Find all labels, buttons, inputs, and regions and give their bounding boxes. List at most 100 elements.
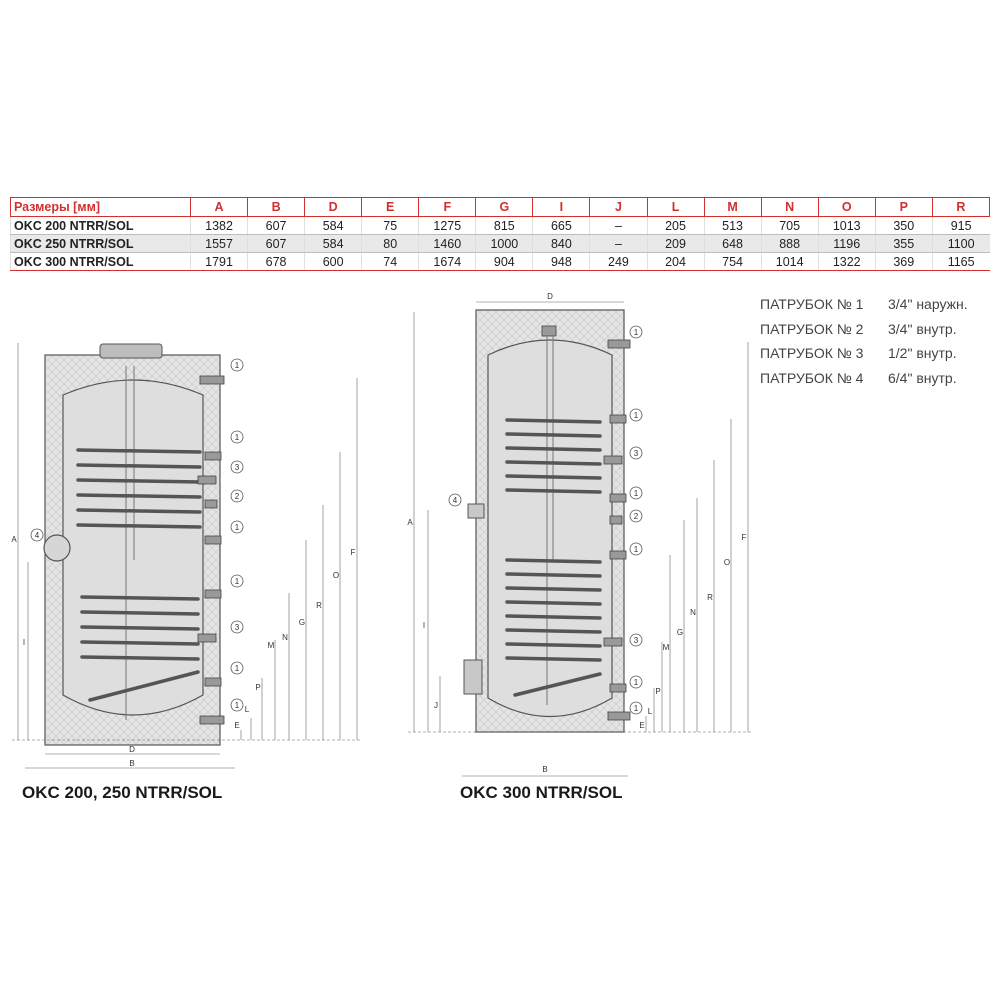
left-callout-markers [30, 358, 244, 712]
callout-number: 2 [235, 492, 240, 501]
value-cell: 840 [532, 234, 590, 253]
callout-number: 1 [235, 361, 240, 370]
dim-label: P [255, 683, 260, 692]
nozzle-label: ПАТРУБОК № 3 [760, 345, 864, 361]
value-cell: 1322 [817, 252, 876, 271]
dim-label: P [655, 687, 660, 696]
dim-label: M [268, 641, 275, 650]
dim-label: E [234, 721, 239, 730]
nozzle-size: 1/2" внутр. [888, 345, 957, 361]
value-cell: – [589, 234, 647, 253]
value-cell: 209 [646, 234, 705, 253]
table-header-cell: E [361, 197, 420, 217]
right-side-port-4 [467, 503, 485, 519]
dim-label: G [299, 618, 305, 627]
dim-label: N [690, 608, 696, 617]
dim-label: L [245, 705, 250, 714]
value-cell: 249 [589, 252, 647, 271]
table-header-cell: P [874, 197, 933, 217]
right-tank-drawing: 1 1 3 1 2 1 3 1 1 4 [407, 292, 752, 777]
value-cell: 1013 [817, 216, 876, 235]
dim-label: D [129, 745, 135, 754]
callout-number: 1 [634, 678, 639, 687]
table-header-cell: D [304, 197, 363, 217]
value-cell: 915 [931, 216, 990, 235]
callout-number: 4 [35, 531, 40, 540]
left-top-lid [99, 343, 163, 359]
value-cell: 1165 [931, 252, 990, 271]
nozzle-size: 3/4" наружн. [888, 296, 968, 312]
right-top-fitting [541, 325, 557, 337]
value-cell: 754 [703, 252, 762, 271]
table-row: OKC 250 NTRR/SOL 1557 607 584 80 1460 10… [10, 234, 990, 253]
value-cell: 204 [646, 252, 705, 271]
dim-label: R [707, 593, 713, 602]
dim-label: R [316, 601, 322, 610]
value-cell: 80 [361, 234, 419, 253]
value-cell: 1674 [418, 252, 476, 271]
right-callout-markers [448, 325, 643, 715]
value-cell: 1100 [931, 234, 990, 253]
left-side-nozzles [197, 375, 225, 725]
callout-number: 1 [634, 704, 639, 713]
value-cell: 815 [475, 216, 533, 235]
table-row: OKC 300 NTRR/SOL 1791 678 600 74 1674 90… [10, 252, 990, 271]
callout-number: 1 [634, 489, 639, 498]
nozzle-size: 6/4" внутр. [888, 369, 957, 386]
dim-label: B [542, 765, 547, 774]
value-cell: 705 [760, 216, 819, 235]
dim-label: F [351, 548, 356, 557]
value-cell: 1557 [189, 234, 248, 253]
callout-number: 1 [235, 523, 240, 532]
value-cell: 1460 [418, 234, 476, 253]
dim-label: D [547, 292, 553, 301]
table-header-cell: N [760, 197, 819, 217]
callout-number: 1 [235, 664, 240, 673]
callout-number: 2 [634, 512, 639, 521]
dim-label: N [282, 633, 288, 642]
callout-number: 1 [235, 701, 240, 710]
value-cell: 355 [874, 234, 933, 253]
callout-number: 3 [235, 463, 240, 472]
value-cell: 678 [247, 252, 305, 271]
value-cell: 350 [874, 216, 933, 235]
nozzle-label: ПАТРУБОК № 1 [760, 296, 864, 312]
value-cell: 904 [475, 252, 533, 271]
nozzle-legend-item: ПАТРУБОК № 1 3/4" наружн. [760, 292, 996, 317]
value-cell: 1000 [475, 234, 533, 253]
dim-label: O [333, 571, 339, 580]
table-header-cell: M [703, 197, 762, 217]
dim-label: I [423, 621, 425, 630]
value-cell: 665 [532, 216, 590, 235]
value-cell: 584 [304, 216, 362, 235]
value-cell: – [589, 216, 647, 235]
dim-label: G [677, 628, 683, 637]
value-cell: 1196 [817, 234, 876, 253]
dim-label: B [129, 759, 134, 768]
table-row: OKC 200 NTRR/SOL 1382 607 584 75 1275 81… [10, 216, 990, 235]
dim-label: J [434, 701, 438, 710]
dim-label: A [11, 535, 17, 544]
left-lower-coil [80, 595, 200, 702]
callout-number: 1 [634, 411, 639, 420]
dim-label: I [23, 638, 25, 647]
value-cell: 600 [304, 252, 362, 271]
table-header-cell: Размеры [мм] [10, 197, 191, 217]
table-header-cell: F [418, 197, 477, 217]
right-upper-coil [505, 418, 602, 494]
dim-label: A [407, 518, 413, 527]
left-dimension-lines [12, 343, 362, 769]
dim-label: E [639, 721, 644, 730]
model-cell: OKC 250 NTRR/SOL [10, 234, 191, 253]
right-lower-coil [505, 558, 602, 697]
left-inner-vessel [62, 379, 204, 716]
dimensions-table: Размеры [мм] A B D E F G I J L M N O P R… [10, 197, 991, 271]
model-cell: OKC 200 NTRR/SOL [10, 216, 191, 235]
value-cell: 513 [703, 216, 762, 235]
right-drawing-caption: OKC 300 NTRR/SOL [460, 783, 623, 802]
value-cell: 74 [361, 252, 419, 271]
